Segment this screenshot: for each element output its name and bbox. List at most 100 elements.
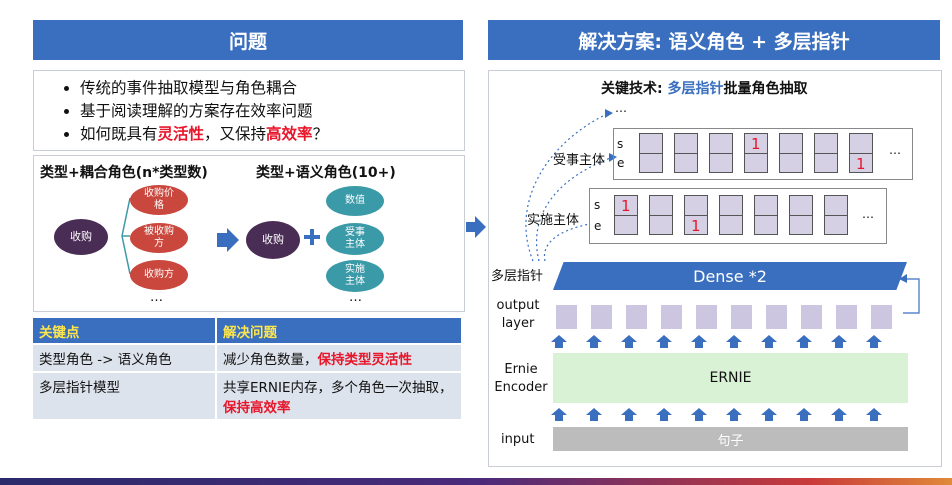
table-cell: 共享ERNIE内存，多个角色一次抽取， 保持高效率 [216,371,463,419]
pointer-grid: 1 1 [614,195,859,235]
bullet-highlight: 灵活性 [157,125,205,143]
start-marker: 1 [621,197,631,215]
pointer-grid-box: s e 1 1 … [589,188,887,244]
input-sentence-text: 句子 [717,433,744,449]
grid-ellipsis: … [889,143,901,157]
grid-cell [789,195,813,235]
table-cell: 多层指针模型 [33,371,217,419]
role-diagram: 类型+耦合角色(n*类型数) 类型+语义角色(10+) 收购 收购价格 被收购方… [33,155,465,312]
up-arrows-row [551,408,882,421]
left-header: 问题 [33,20,463,60]
bullet-text: 传统的事件抽取模型与角色耦合 [80,79,298,97]
output-token [766,305,787,329]
bullet-highlight: 高效率 [266,125,313,143]
role-node: 收购方 [130,260,188,290]
bullet-text: ，又保持 [204,125,267,143]
left-header-text: 问题 [228,30,267,53]
end-marker: 1 [856,155,866,173]
end-marker: 1 [691,217,701,235]
grid-cell [719,195,743,235]
output-token [591,305,612,329]
table-row: 多层指针模型 共享ERNIE内存，多个角色一次抽取， 保持高效率 [33,371,463,419]
table-cell: 减少角色数量，保持类型灵活性 [216,343,463,372]
end-label: e [617,156,625,170]
grid-cell [674,133,698,173]
pointer-grid-box: s e 1 1 … [613,128,913,180]
grid-cell: 1 [614,195,638,235]
bullet-item: 传统的事件抽取模型与角色耦合 [80,77,464,100]
ernie-encoder-block: ERNIE [553,353,908,403]
pointer-label: 多层指针 [491,269,544,284]
cell-text: 共享ERNIE内存，多个角色一次抽取， [223,380,453,396]
grid-cell [639,133,663,173]
output-token [661,305,682,329]
up-arrows-row [551,335,882,348]
key-points-table: 关键点 解决问题 类型角色 -> 语义角色 减少角色数量，保持类型灵活性 多层指… [33,318,463,419]
left-ellipsis: … [150,290,163,305]
grid-cell: 1 [744,133,768,173]
input-sentence-bar: 句子 [553,427,908,451]
right-header: 解决方案: 语义角色 + 多层指针 [488,20,940,60]
bullet-text: ？ [312,125,329,143]
output-token [836,305,857,329]
table-row: 类型角色 -> 语义角色 减少角色数量，保持类型灵活性 [33,343,463,372]
grid-cell [779,133,803,173]
key-tech-highlight: 多层指针 [667,81,724,97]
row-label: 实施主体 [527,213,580,228]
output-token [871,305,892,329]
footer-bar [0,478,952,485]
cell-highlight: 保持类型灵活性 [317,352,413,368]
cell-highlight: 保持高效率 [223,400,291,416]
output-token [801,305,822,329]
start-marker: 1 [751,135,761,153]
end-label: e [594,219,602,233]
cell-text: 减少角色数量， [223,352,318,368]
output-token [731,305,752,329]
grid-cell [649,195,673,235]
right-diagram-title: 类型+语义角色(10+) [256,165,396,181]
input-label: input [501,432,535,447]
diagram-arrows [121,197,320,275]
output-token [696,305,717,329]
bullet-text: 如何既具有 [80,125,158,143]
left-center-node: 收购 [54,219,108,255]
pointer-grid: 1 1 [639,133,884,173]
bullet-item: 如何既具有灵活性，又保持高效率？ [80,123,464,146]
table-cell: 类型角色 -> 语义角色 [33,343,217,372]
output-layer-label: output layer [496,298,540,331]
dense-layer: Dense *2 [553,262,907,290]
start-label: s [617,137,624,151]
grid-cell [824,195,848,235]
grid-ellipsis: … [862,207,874,221]
grid-cell: 1 [849,133,873,173]
ernie-label: ERNIE [709,370,752,386]
grid-cell [754,195,778,235]
table-header-row: 关键点 解决问题 [33,318,463,344]
bullet-item: 基于阅读理解的方案存在效率问题 [80,100,464,123]
transition-arrow-icon [466,216,486,238]
dense-label: Dense *2 [693,266,767,286]
start-label: s [594,198,601,212]
output-token [556,305,577,329]
problem-bullets: 传统的事件抽取模型与角色耦合 基于阅读理解的方案存在效率问题 如何既具有灵活性，… [33,70,465,151]
left-diagram-title: 类型+耦合角色(n*类型数) [40,165,208,181]
semantic-role-node: 数值 [326,186,384,216]
bullet-text: 基于阅读理解的方案存在效率问题 [80,102,313,120]
semantic-role-node: 实施主体 [326,260,384,292]
output-token [626,305,647,329]
role-node: 被收购方 [130,223,188,253]
table-header: 关键点 [33,318,217,344]
grid-cell: 1 [684,195,708,235]
role-node: 收购价格 [130,185,188,215]
right-header-text: 解决方案: 语义角色 + 多层指针 [578,30,850,53]
right-center-node: 收购 [246,221,300,259]
grid-cell [814,133,838,173]
key-tech-title: 关键技术: 多层指针批量角色抽取 [601,78,807,98]
top-ellipsis: … [615,101,627,115]
key-tech-suffix: 批量角色抽取 [723,81,808,97]
semantic-role-node: 受事主体 [326,223,384,255]
right-ellipsis: … [349,290,362,305]
solution-panel: 关键技术: 多层指针批量角色抽取 … 受事主体 s e 1 1 … 实施主体 s… [488,70,942,467]
key-tech-prefix: 关键技术: [601,81,668,97]
encoder-label: Ernie Encoder [494,362,548,395]
